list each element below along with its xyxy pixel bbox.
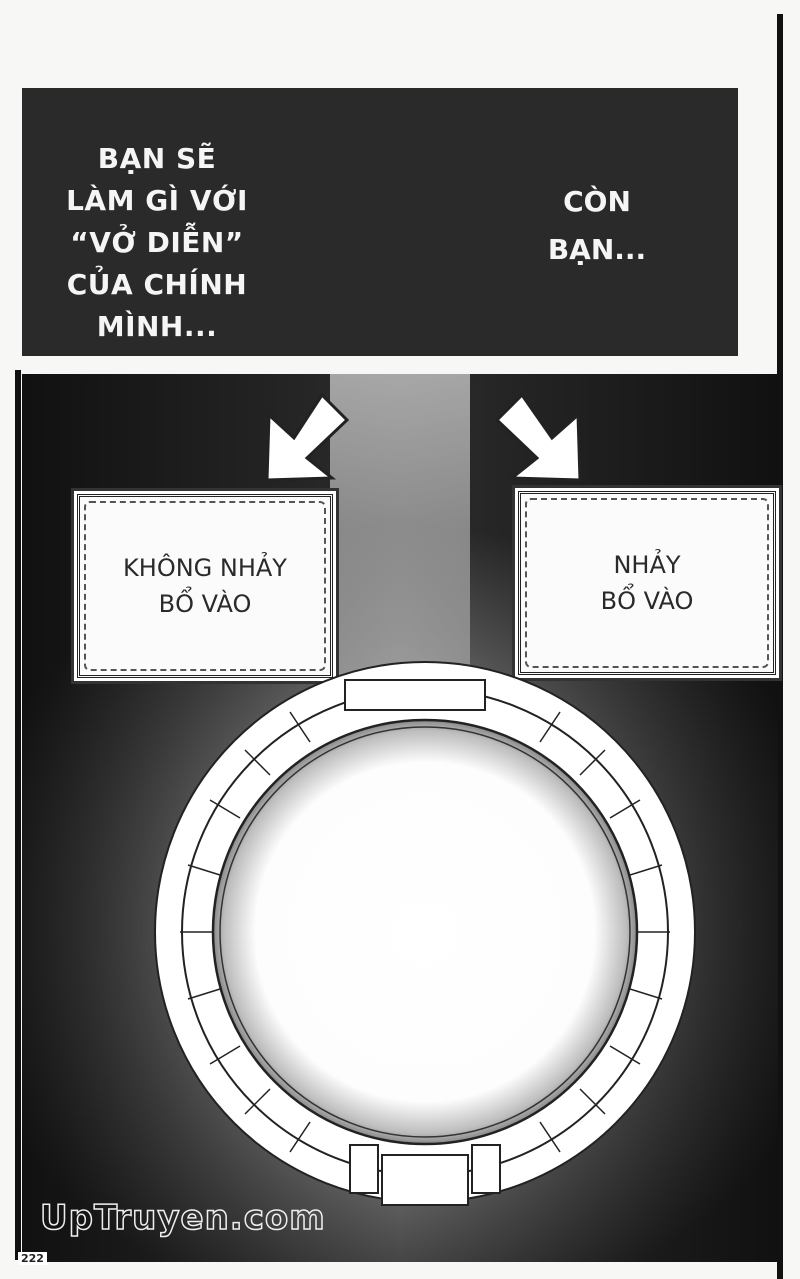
watermark: UpTruyen.com bbox=[39, 1197, 326, 1239]
page-number: 222 bbox=[18, 1252, 47, 1265]
choice-line: BỔ VÀO bbox=[158, 590, 252, 618]
caption-line: “VỞ DIỄN” bbox=[70, 226, 244, 259]
choice-line: BỔ VÀO bbox=[600, 587, 694, 615]
choice-box-jump: NHẢY BỔ VÀO bbox=[518, 491, 776, 675]
caption-line: CÒN bbox=[563, 185, 631, 218]
stone-well-ring bbox=[154, 661, 696, 1206]
caption-panel: BẠN SẼ LÀM GÌ VỚI “VỞ DIỄN” CỦA CHÍNH MÌ… bbox=[22, 88, 738, 356]
caption-line: CỦA CHÍNH bbox=[66, 268, 248, 301]
caption-question: BẠN SẼ LÀM GÌ VỚI “VỞ DIỄN” CỦA CHÍNH MÌ… bbox=[62, 138, 252, 348]
caption-and-you: CÒN BẠN... bbox=[517, 178, 677, 274]
choice-line: KHÔNG NHẢY bbox=[123, 554, 287, 582]
choice-line: NHẢY bbox=[613, 551, 681, 579]
arrow-down-right-icon bbox=[494, 392, 582, 482]
arrow-down-left-icon bbox=[265, 392, 350, 482]
page-edge-line bbox=[777, 14, 783, 1279]
choice-label: NHẢY BỔ VÀO bbox=[601, 547, 694, 619]
panel-left-border bbox=[15, 370, 21, 1260]
caption-line: BẠN... bbox=[547, 233, 647, 266]
caption-line: MÌNH... bbox=[96, 310, 218, 343]
caption-line: BẠN SẼ bbox=[97, 142, 217, 175]
choice-label: KHÔNG NHẢY BỔ VÀO bbox=[123, 550, 287, 622]
caption-line: LÀM GÌ VỚI bbox=[66, 184, 248, 217]
